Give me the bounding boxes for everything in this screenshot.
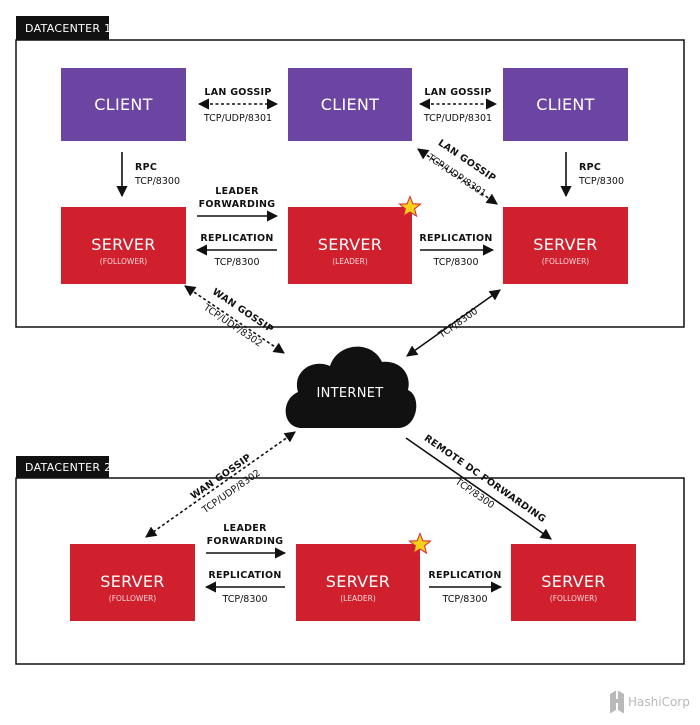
dc2-server-follower-left: SERVER (FOLLOWER) [70,544,195,621]
server-label: SERVER [100,572,164,591]
tcp-udp-8301-label-left: TCP/UDP/8301 [203,113,272,124]
follower-label: (FOLLOWER) [550,594,598,603]
hashicorp-logo: HashiCorp [610,690,690,714]
server-label: SERVER [326,572,390,591]
datacenter-1-tab [16,16,109,40]
server-label: SERVER [533,235,597,254]
datacenter-1: DATACENTER 1 [15,16,685,328]
server-label: SERVER [541,572,605,591]
hashicorp-logo-text: HashiCorp [628,695,690,709]
leader-label-dc2: LEADER [223,523,267,534]
remote-dc-forwarding-label: REMOTE DC FORWARDING [422,433,548,525]
wan-gossip-arrow-dc2 [145,431,296,538]
internet-label: INTERNET [316,386,383,401]
leader-label: (LEADER) [332,257,368,266]
dc1-client-left: CLIENT [61,68,186,141]
replication-label-dc2-right: REPLICATION [428,570,501,581]
lan-gossip-label-left: LAN GOSSIP [204,87,271,98]
dc2-server-follower-right: SERVER (FOLLOWER) [511,544,636,621]
tcp-udp-8301-label-right: TCP/UDP/8301 [423,113,492,124]
tcp-8300-label-rpc-right: TCP/8300 [578,176,624,187]
tcp-8300-internet-label: TCP/8300 [436,306,480,341]
rpc-label-left: RPC [135,162,157,173]
client-label: CLIENT [94,95,152,114]
client-label: CLIENT [536,95,594,114]
leader-label-dc1: LEADER [215,186,259,197]
dc2-server-leader: SERVER (LEADER) [296,532,432,621]
wan-gossip-arrow-dc1 [184,285,285,354]
forwarding-label-dc2: FORWARDING [207,536,284,547]
datacenter-1-label: DATACENTER 1 [25,22,111,35]
tcp-8300-label-rep-dc2-right: TCP/8300 [442,594,488,605]
replication-label-dc2-left: REPLICATION [208,570,281,581]
remote-dc-forwarding-arrow [405,437,552,540]
leader-star-icon [408,532,432,555]
hashicorp-logo-icon [610,690,624,714]
dc1-client-right: CLIENT [503,68,628,141]
leader-label: (LEADER) [340,594,376,603]
server-label: SERVER [91,235,155,254]
client-label: CLIENT [321,95,379,114]
tcp-8300-label-rep-dc1-right: TCP/8300 [433,257,479,268]
dc1-server-follower-left: SERVER (FOLLOWER) [61,207,186,284]
datacenter-2: DATACENTER 2 [15,456,685,665]
internet-cloud: INTERNET [285,346,417,428]
replication-label-dc1-left: REPLICATION [200,233,273,244]
follower-label: (FOLLOWER) [100,257,148,266]
tcp-8300-label-rep-dc2-left: TCP/8300 [222,594,268,605]
datacenter-2-frame [15,477,685,665]
follower-label: (FOLLOWER) [109,594,157,603]
cloud-icon [285,346,417,428]
datacenter-2-tab [16,456,109,478]
rpc-label-right: RPC [579,162,601,173]
server-label: SERVER [318,235,382,254]
tcp-8300-label-rep-dc1-left: TCP/8300 [214,257,260,268]
tcp-8300-internet-arrow [406,289,501,357]
tcp-8300-label-rpc-left: TCP/8300 [134,176,180,187]
dc1-server-leader: SERVER (LEADER) [288,195,422,284]
follower-label: (FOLLOWER) [542,257,590,266]
dc1-client-middle: CLIENT [288,68,412,141]
replication-label-dc1-right: REPLICATION [419,233,492,244]
lan-gossip-label-right: LAN GOSSIP [424,87,491,98]
forwarding-label-dc1: FORWARDING [199,199,276,210]
datacenter-1-frame [15,39,685,328]
datacenter-2-label: DATACENTER 2 [25,461,111,474]
dc1-server-follower-right: SERVER (FOLLOWER) [503,207,628,284]
